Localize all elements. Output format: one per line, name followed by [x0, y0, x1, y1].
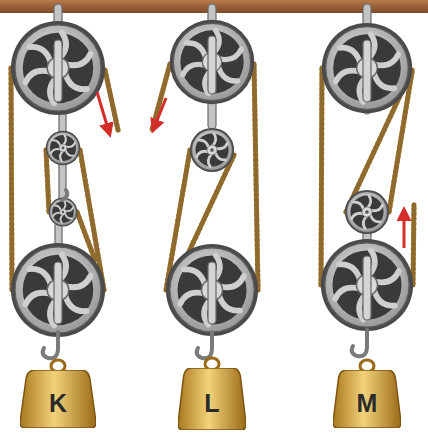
axle-bars: [54, 36, 371, 324]
weight-label: L: [178, 377, 246, 430]
weight-block: L: [178, 368, 246, 430]
weight-label: M: [333, 378, 401, 428]
weight-outline: [20, 370, 96, 428]
weight-label: K: [20, 378, 96, 428]
pulley-wheels: [11, 20, 413, 337]
weight-outline: [178, 368, 246, 430]
weight-outline: [333, 370, 401, 428]
pull-direction-arrows: [97, 92, 404, 248]
hooks: [43, 190, 367, 358]
weight-block: M: [333, 370, 401, 428]
weight-block: K: [20, 370, 96, 428]
